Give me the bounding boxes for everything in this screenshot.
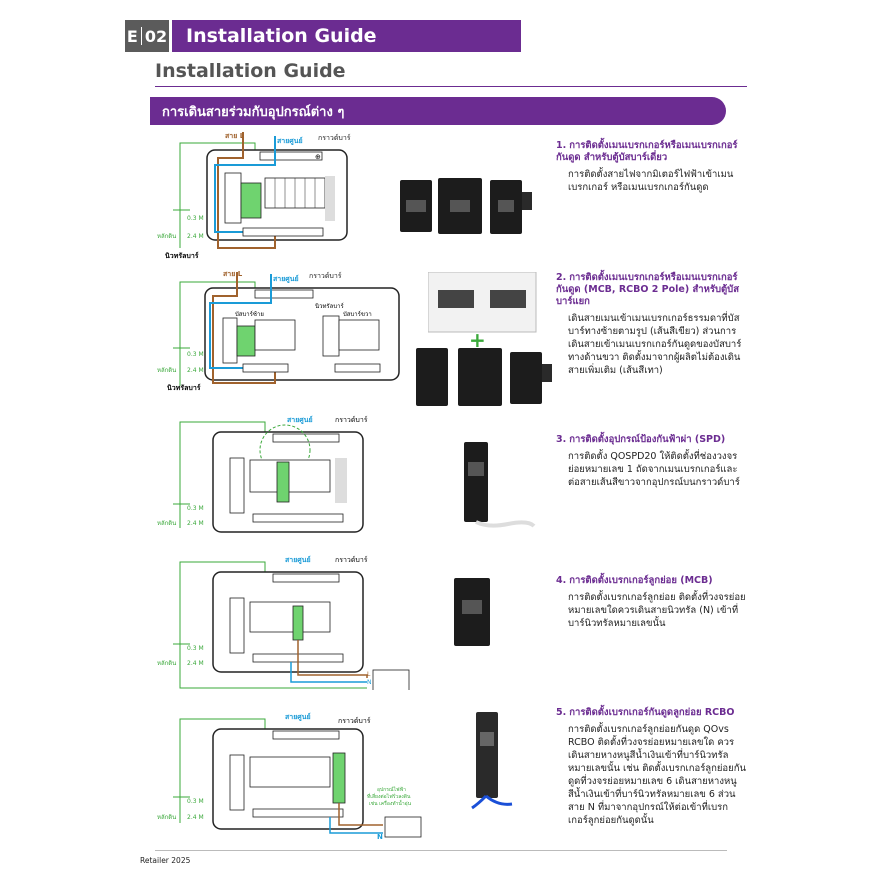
svg-text:L: L <box>367 671 371 678</box>
panel-enclosure <box>204 287 400 381</box>
branch-rcbo <box>332 752 346 804</box>
section-code-divider <box>140 27 142 45</box>
ground-rod-label: หลักดิน <box>157 233 176 240</box>
wiring-diagram-4: สายศูนย์ กราวด์บาร์ L N 0.3 M 2.4 M หลัก… <box>155 550 415 690</box>
step-3: 3.การติดตั้งอุปกรณ์ป้องกันฟ้าผ่า (SPD) ก… <box>556 434 746 489</box>
ground-bar-label: กราวด์บาร์ <box>309 272 342 280</box>
wiring-diagram-5: สายศูนย์ กราวด์บาร์ อุปกรณ์ไฟฟ้า ที่เสี่… <box>155 705 425 845</box>
step-2-title: 2.การติดตั้งเมนเบรกเกอร์หรือเมนเบรกเกอร์… <box>556 272 740 307</box>
main-breaker <box>240 182 262 219</box>
svg-text:เช่น เครื่องทำน้ำอุ่น: เช่น เครื่องทำน้ำอุ่น <box>369 798 412 807</box>
section-code-letter: E <box>126 26 138 46</box>
svg-text:2.4 M: 2.4 M <box>187 520 204 527</box>
load-device-box <box>372 669 410 690</box>
bus-block <box>224 172 242 224</box>
page-title: Installation Guide <box>155 60 346 82</box>
svg-text:หลักดิน: หลักดิน <box>157 520 176 527</box>
svg-text:N: N <box>367 679 372 686</box>
live-wire <box>217 132 276 249</box>
svg-text:N: N <box>377 833 383 841</box>
svg-text:ที่เสี่ยงต่อไฟรั่วลงดิน: ที่เสี่ยงต่อไฟรั่วลงดิน <box>367 793 411 800</box>
svg-text:2.4 M: 2.4 M <box>187 367 204 374</box>
step-3-title: 3.การติดตั้งอุปกรณ์ป้องกันฟ้าผ่า (SPD) <box>556 434 726 445</box>
branch-mcb <box>292 605 304 641</box>
ground-bar <box>259 151 323 161</box>
svg-text:0.3 M: 0.3 M <box>187 645 204 652</box>
neutral-wire-label: สายศูนย์ <box>273 274 299 284</box>
svg-text:หลักดิน: หลักดิน <box>157 814 176 821</box>
neutral-bar <box>242 227 324 237</box>
load-device-box <box>384 816 422 838</box>
product-spd <box>458 442 538 536</box>
product-main-breakers <box>398 178 546 242</box>
header-title-bar: Installation Guide <box>172 20 521 52</box>
right-bus-label: บัสบาร์ขวา <box>343 310 372 318</box>
step-1-body: การติดตั้งสายไฟจากมิเตอร์ไฟฟ้าเข้าเมนเบร… <box>568 169 734 193</box>
step-4-body: การติดตั้งเบรกเกอร์ลูกย่อย ติดตั้งที่วงจ… <box>568 592 746 629</box>
section-code-badge: E 02 <box>125 20 169 52</box>
svg-text:2.4 M: 2.4 M <box>187 660 204 667</box>
depth-label-2: 2.4 M <box>187 233 204 240</box>
svg-text:สายศูนย์: สายศูนย์ <box>285 555 311 565</box>
section-code-number: 02 <box>144 26 168 46</box>
footer-divider <box>155 850 727 851</box>
svg-text:กราวด์บาร์: กราวด์บาร์ <box>335 416 368 424</box>
neutral-wire <box>214 136 276 233</box>
wiring-diagram-2: สาย L สายศูนย์ กราวด์บาร์ บัสบาร์ซ้าย บั… <box>155 268 405 398</box>
svg-text:หลักดิน: หลักดิน <box>157 367 176 374</box>
step-4: 4.การติดตั้งเบรกเกอร์ลูกย่อย (MCB) การติ… <box>556 575 746 630</box>
step-2-body: เดินสายเมนเข้าเมนเบรกเกอร์ธรรมดาที่บัสบา… <box>568 313 742 376</box>
svg-text:กราวด์บาร์: กราวด์บาร์ <box>338 717 371 725</box>
main-breaker <box>236 325 256 357</box>
wiring-diagram-3: สายศูนย์ กราวด์บาร์ 0.3 M 2.4 M หลักดิน <box>155 410 375 545</box>
svg-text:อุปกรณ์ไฟฟ้า: อุปกรณ์ไฟฟ้า <box>377 786 406 793</box>
svg-text:สายศูนย์: สายศูนย์ <box>287 415 313 425</box>
ground-wire <box>179 142 256 223</box>
live-wire-label: สาย L <box>223 270 243 278</box>
step-4-title: 4.การติดตั้งเบรกเกอร์ลูกย่อย (MCB) <box>556 575 713 586</box>
spd-ground-lead <box>259 424 311 476</box>
step-2: 2.การติดตั้งเมนเบรกเกอร์หรือเมนเบรกเกอร์… <box>556 272 746 377</box>
product-split-panel <box>427 271 538 338</box>
svg-text:2.4 M: 2.4 M <box>187 814 204 821</box>
neutral-bar-label-top: นิวทรัลบาร์ <box>315 302 345 310</box>
section-heading-text: การเดินสายร่วมกับอุปกรณ์ต่าง ๆ <box>162 104 345 120</box>
side-plate <box>325 176 335 221</box>
svg-text:0.3 M: 0.3 M <box>187 505 204 512</box>
product-rcbo-branch <box>468 712 518 816</box>
step-1-title: 1.การติดตั้งเมนเบรกเกอร์หรือเมนเบรกเกอร์… <box>556 140 738 163</box>
ground-bar <box>254 289 314 299</box>
ground-bar-label: กราวด์บาร์ <box>318 134 351 142</box>
step-5-body: การติดตั้งเบรกเกอร์ลูกย่อยกันดูด QOvs RC… <box>568 724 746 826</box>
footer-text: Retailer 2025 <box>140 856 191 865</box>
title-divider <box>155 86 747 87</box>
product-mcb <box>452 578 502 652</box>
neutral-wire-label: สายศูนย์ <box>277 136 303 146</box>
spd-device <box>276 461 290 503</box>
svg-text:นิวทรัลบาร์: นิวทรัลบาร์ <box>166 383 200 392</box>
svg-text:กราวด์บาร์: กราวด์บาร์ <box>335 556 368 564</box>
left-bus-label: บัสบาร์ซ้าย <box>235 310 264 318</box>
header-title: Installation Guide <box>186 25 377 47</box>
step-5: 5.การติดตั้งเบรกเกอร์กันดูดลูกย่อย RCBO … <box>556 707 746 827</box>
step-1: 1.การติดตั้งเมนเบรกเกอร์หรือเมนเบรกเกอร์… <box>556 140 746 194</box>
svg-text:0.3 M: 0.3 M <box>187 351 204 358</box>
product-rcbo-breakers <box>414 346 554 412</box>
plus-icon: + <box>469 328 486 352</box>
ground-symbol-icon: ⊕ <box>315 153 321 161</box>
step-3-body: การติดตั้ง QOSPD20 ให้ติดตั้งที่ช่องวงจร… <box>568 451 740 488</box>
svg-text:หลักดิน: หลักดิน <box>157 660 176 667</box>
svg-text:สายศูนย์: สายศูนย์ <box>285 712 311 722</box>
depth-label-1: 0.3 M <box>187 215 204 222</box>
neutral-bar-label: นิวทรัลบาร์ <box>164 251 198 260</box>
wiring-diagram-1: สาย L สายศูนย์ กราวด์บาร์ ⊕ 0.3 M 2.4 M … <box>155 128 355 263</box>
live-wire-label: สาย L <box>225 132 245 140</box>
step-5-title: 5.การติดตั้งเบรกเกอร์กันดูดลูกย่อย RCBO <box>556 707 735 718</box>
svg-text:0.3 M: 0.3 M <box>187 798 204 805</box>
section-heading: การเดินสายร่วมกับอุปกรณ์ต่าง ๆ <box>150 97 726 125</box>
